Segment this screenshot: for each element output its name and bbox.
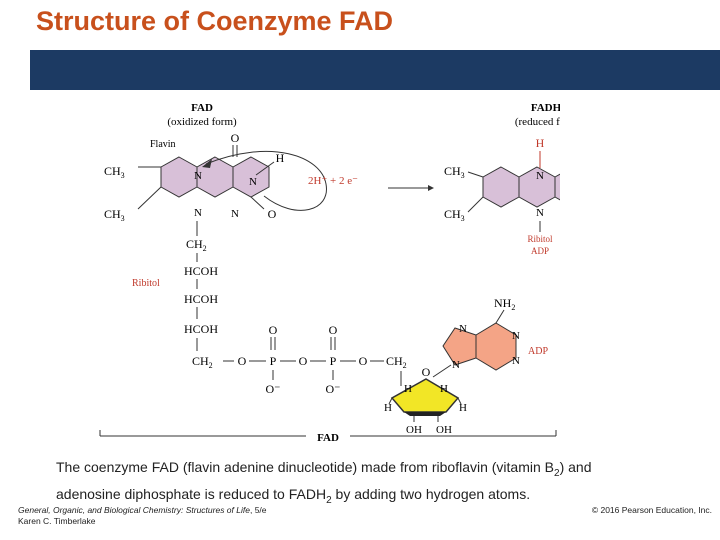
nh2-label: NH2 — [494, 296, 515, 312]
n-label: N — [194, 207, 202, 219]
ch2-ribitol: CH2 — [186, 237, 207, 253]
o-minus-label: O⁻ — [266, 382, 281, 396]
n-label: N — [512, 355, 520, 367]
caption-text: adenosine diphosphate is reduced to FADH — [56, 485, 327, 502]
adenine-ring-five — [442, 327, 477, 366]
footer-book-title: General, Organic, and Biological Chemist… — [18, 505, 250, 515]
footer-copyright: © 2016 Pearson Education, Inc. — [591, 505, 712, 515]
o-label: O — [299, 354, 308, 368]
fad-bottom-label: FAD — [317, 432, 339, 444]
o-label: O — [269, 323, 278, 337]
footer-edition: , 5/e — [249, 505, 267, 515]
ribose-ring — [390, 378, 460, 413]
o-minus-label: O⁻ — [326, 382, 341, 396]
caption-text: ) and — [559, 459, 592, 475]
n-label: N — [249, 176, 257, 188]
h-added-top: H — [536, 136, 545, 150]
fadh2-label: FADH2 — [531, 102, 560, 116]
n-label: N — [231, 208, 239, 220]
slide-title: Structure of Coenzyme FAD — [36, 6, 394, 36]
hcoh-label: HCOH — [184, 322, 218, 336]
o-label: O — [238, 354, 247, 368]
flavin-label: Flavin — [150, 139, 176, 150]
hcoh-label: HCOH — [184, 292, 218, 306]
o-label: O — [268, 207, 277, 221]
fad-form-label: (oxidized form) — [167, 116, 237, 128]
ribitol-label: Ribitol — [132, 278, 160, 289]
h-label: H — [384, 402, 392, 414]
footer-citation: General, Organic, and Biological Chemist… — [18, 505, 267, 527]
h-label: H — [276, 151, 285, 165]
p-label: P — [270, 354, 277, 368]
n-label: N — [452, 359, 460, 371]
fad-label: FAD — [191, 102, 213, 114]
h-label: H — [440, 383, 448, 395]
hcoh-label: HCOH — [184, 264, 218, 278]
o-label: O — [359, 354, 368, 368]
header-band — [30, 50, 720, 90]
flavin-ring-c-right — [554, 173, 560, 201]
oh-label: OH — [436, 424, 452, 436]
ch3-top-right: CH3 — [444, 164, 465, 180]
reaction-label: 2H⁺ + 2 e⁻ — [308, 175, 358, 187]
n-label: N — [536, 170, 544, 182]
ch3-bottom-left: CH3 — [104, 207, 125, 223]
flavin-ring-a-right — [482, 166, 520, 208]
o-label: O — [329, 323, 338, 337]
ch3-bottom-right: CH3 — [444, 207, 465, 223]
ch2-phosphate: CH2 — [192, 354, 213, 370]
footer-author: Karen C. Timberlake — [18, 516, 96, 526]
n-label: N — [536, 207, 544, 219]
caption: The coenzyme FAD (flavin adenine dinucle… — [56, 457, 696, 511]
fad-structure-diagram: FAD (oxidized form) Flavin CH3 CH3 N N N… — [99, 102, 560, 444]
flavin-ring-b-left — [196, 156, 234, 198]
n-label: N — [459, 323, 467, 335]
caption-text: The coenzyme FAD (flavin adenine dinucle… — [56, 459, 555, 475]
fadh2-form-label: (reduced form) — [515, 116, 560, 128]
ch2-ribose: CH2 — [386, 354, 407, 370]
n-label: N — [512, 330, 520, 342]
adenine-ring-six — [475, 322, 517, 371]
caption-subscript: 2 — [554, 467, 560, 479]
arrow-head — [202, 159, 212, 168]
h-label: H — [459, 402, 467, 414]
p-label: P — [330, 354, 337, 368]
flavin-ring-a-left — [160, 156, 198, 198]
n-label: N — [194, 170, 202, 182]
caption-text: by adding two hydrogen atoms. — [331, 485, 531, 502]
caption-subscript: 2 — [326, 494, 332, 506]
ch3-top-left: CH3 — [104, 164, 125, 180]
o-label: O — [422, 365, 431, 379]
adp-small-label: ADP — [531, 246, 549, 256]
ribitol-small-label: Ribitol — [527, 234, 553, 244]
o-label: O — [231, 131, 240, 145]
h-label: H — [404, 383, 412, 395]
reaction-curve-arrow — [205, 151, 327, 211]
oh-label: OH — [406, 424, 422, 436]
adp-label: ADP — [528, 346, 548, 357]
